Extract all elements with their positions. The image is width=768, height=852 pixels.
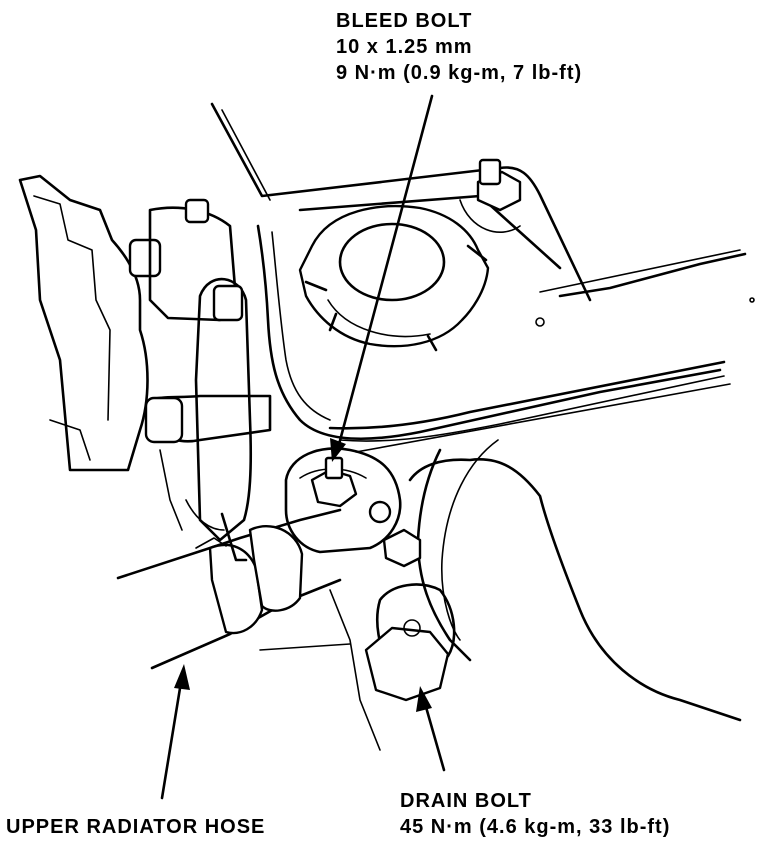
bleed-bolt-arrow <box>330 94 434 462</box>
bleed-bolt-size: 10 x 1.25 mm <box>336 36 473 58</box>
bleed-bolt-name: BLEED BOLT <box>336 10 473 32</box>
drain-bolt <box>364 626 450 702</box>
drain-bolt-name: DRAIN BOLT <box>400 790 532 812</box>
cover-bolt-top <box>459 158 522 234</box>
upper-radiator-hose <box>116 508 342 670</box>
bleed-bolt-label: BLEED BOLT 10 x 1.25 mm 9 N·m (0.9 kg-m,… <box>336 8 582 86</box>
drain-bolt-label: DRAIN BOLT 45 N·m (4.6 kg-m, 33 lb-ft) <box>400 788 670 840</box>
upper-radiator-hose-label: UPPER RADIATOR HOSE <box>6 814 265 840</box>
bleed-bolt <box>324 456 344 480</box>
left-bracket <box>18 174 272 542</box>
lower-block <box>259 439 742 751</box>
oil-filler-cap <box>298 205 490 352</box>
drain-bolt-torque: 45 N·m (4.6 kg-m, 33 lb-ft) <box>400 816 671 838</box>
cylinder-head-cover <box>210 102 755 453</box>
drain-bolt-arrow <box>416 686 446 772</box>
thermostat-housing <box>284 447 402 554</box>
upper-radiator-hose-name: UPPER RADIATOR HOSE <box>6 816 266 838</box>
bleed-bolt-torque: 9 N·m (0.9 kg-m, 7 lb-ft) <box>336 62 583 84</box>
upper-hose-arrow <box>160 664 190 800</box>
